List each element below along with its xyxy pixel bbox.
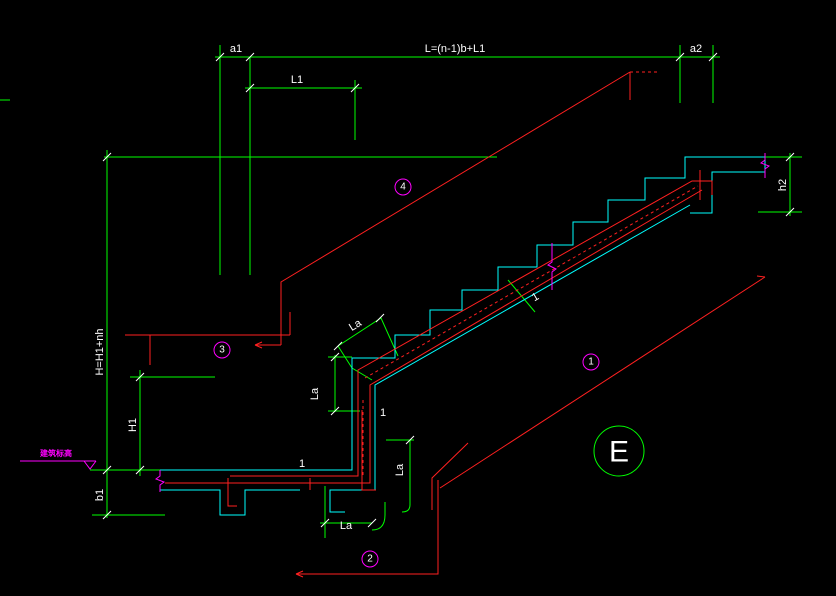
dimension-lines (0, 45, 802, 538)
anchorage-label-hook: La (394, 463, 406, 476)
anchorage-label-vertical: La (309, 387, 321, 400)
dim-total-height-label: H=H1+nh (94, 328, 106, 375)
stair-concrete-outline (160, 156, 766, 516)
callout-4-label: 4 (400, 182, 406, 193)
anchorage-label-upper: La (347, 317, 364, 334)
section-mark-label: E (609, 436, 629, 469)
dim-H1-label: H1 (127, 418, 139, 432)
dim-total-length-label: L=(n-1)b+L1 (425, 43, 486, 55)
rebar (125, 71, 766, 578)
callout-1-label: 1 (588, 357, 594, 368)
dim-a1-label: a1 (230, 43, 242, 55)
callout-3-label: 3 (219, 345, 225, 356)
dim-h2-label: h2 (777, 179, 789, 191)
mark-label: 1 (380, 407, 386, 419)
dim-L1-label: L1 (291, 74, 303, 86)
dim-b1-label: b1 (94, 489, 106, 501)
callout-2-label: 2 (367, 554, 373, 565)
callout-2: 2 (361, 550, 379, 568)
mark-label: 1 (299, 458, 305, 470)
dimension-ticks (102, 52, 795, 528)
anchorage-label-bottom: La (340, 520, 353, 532)
mark-label: 1 (530, 291, 541, 304)
elevation-label: 建筑标高 (39, 448, 72, 458)
callout-3: 3 (213, 341, 231, 359)
callout-4: 4 (394, 178, 412, 196)
callout-1: 1 (582, 353, 600, 371)
dim-a2-label: a2 (690, 43, 702, 55)
section-mark: E (593, 425, 645, 477)
ground-elevation-marker: 建筑标高 (20, 448, 97, 470)
break-symbols (154, 153, 771, 492)
